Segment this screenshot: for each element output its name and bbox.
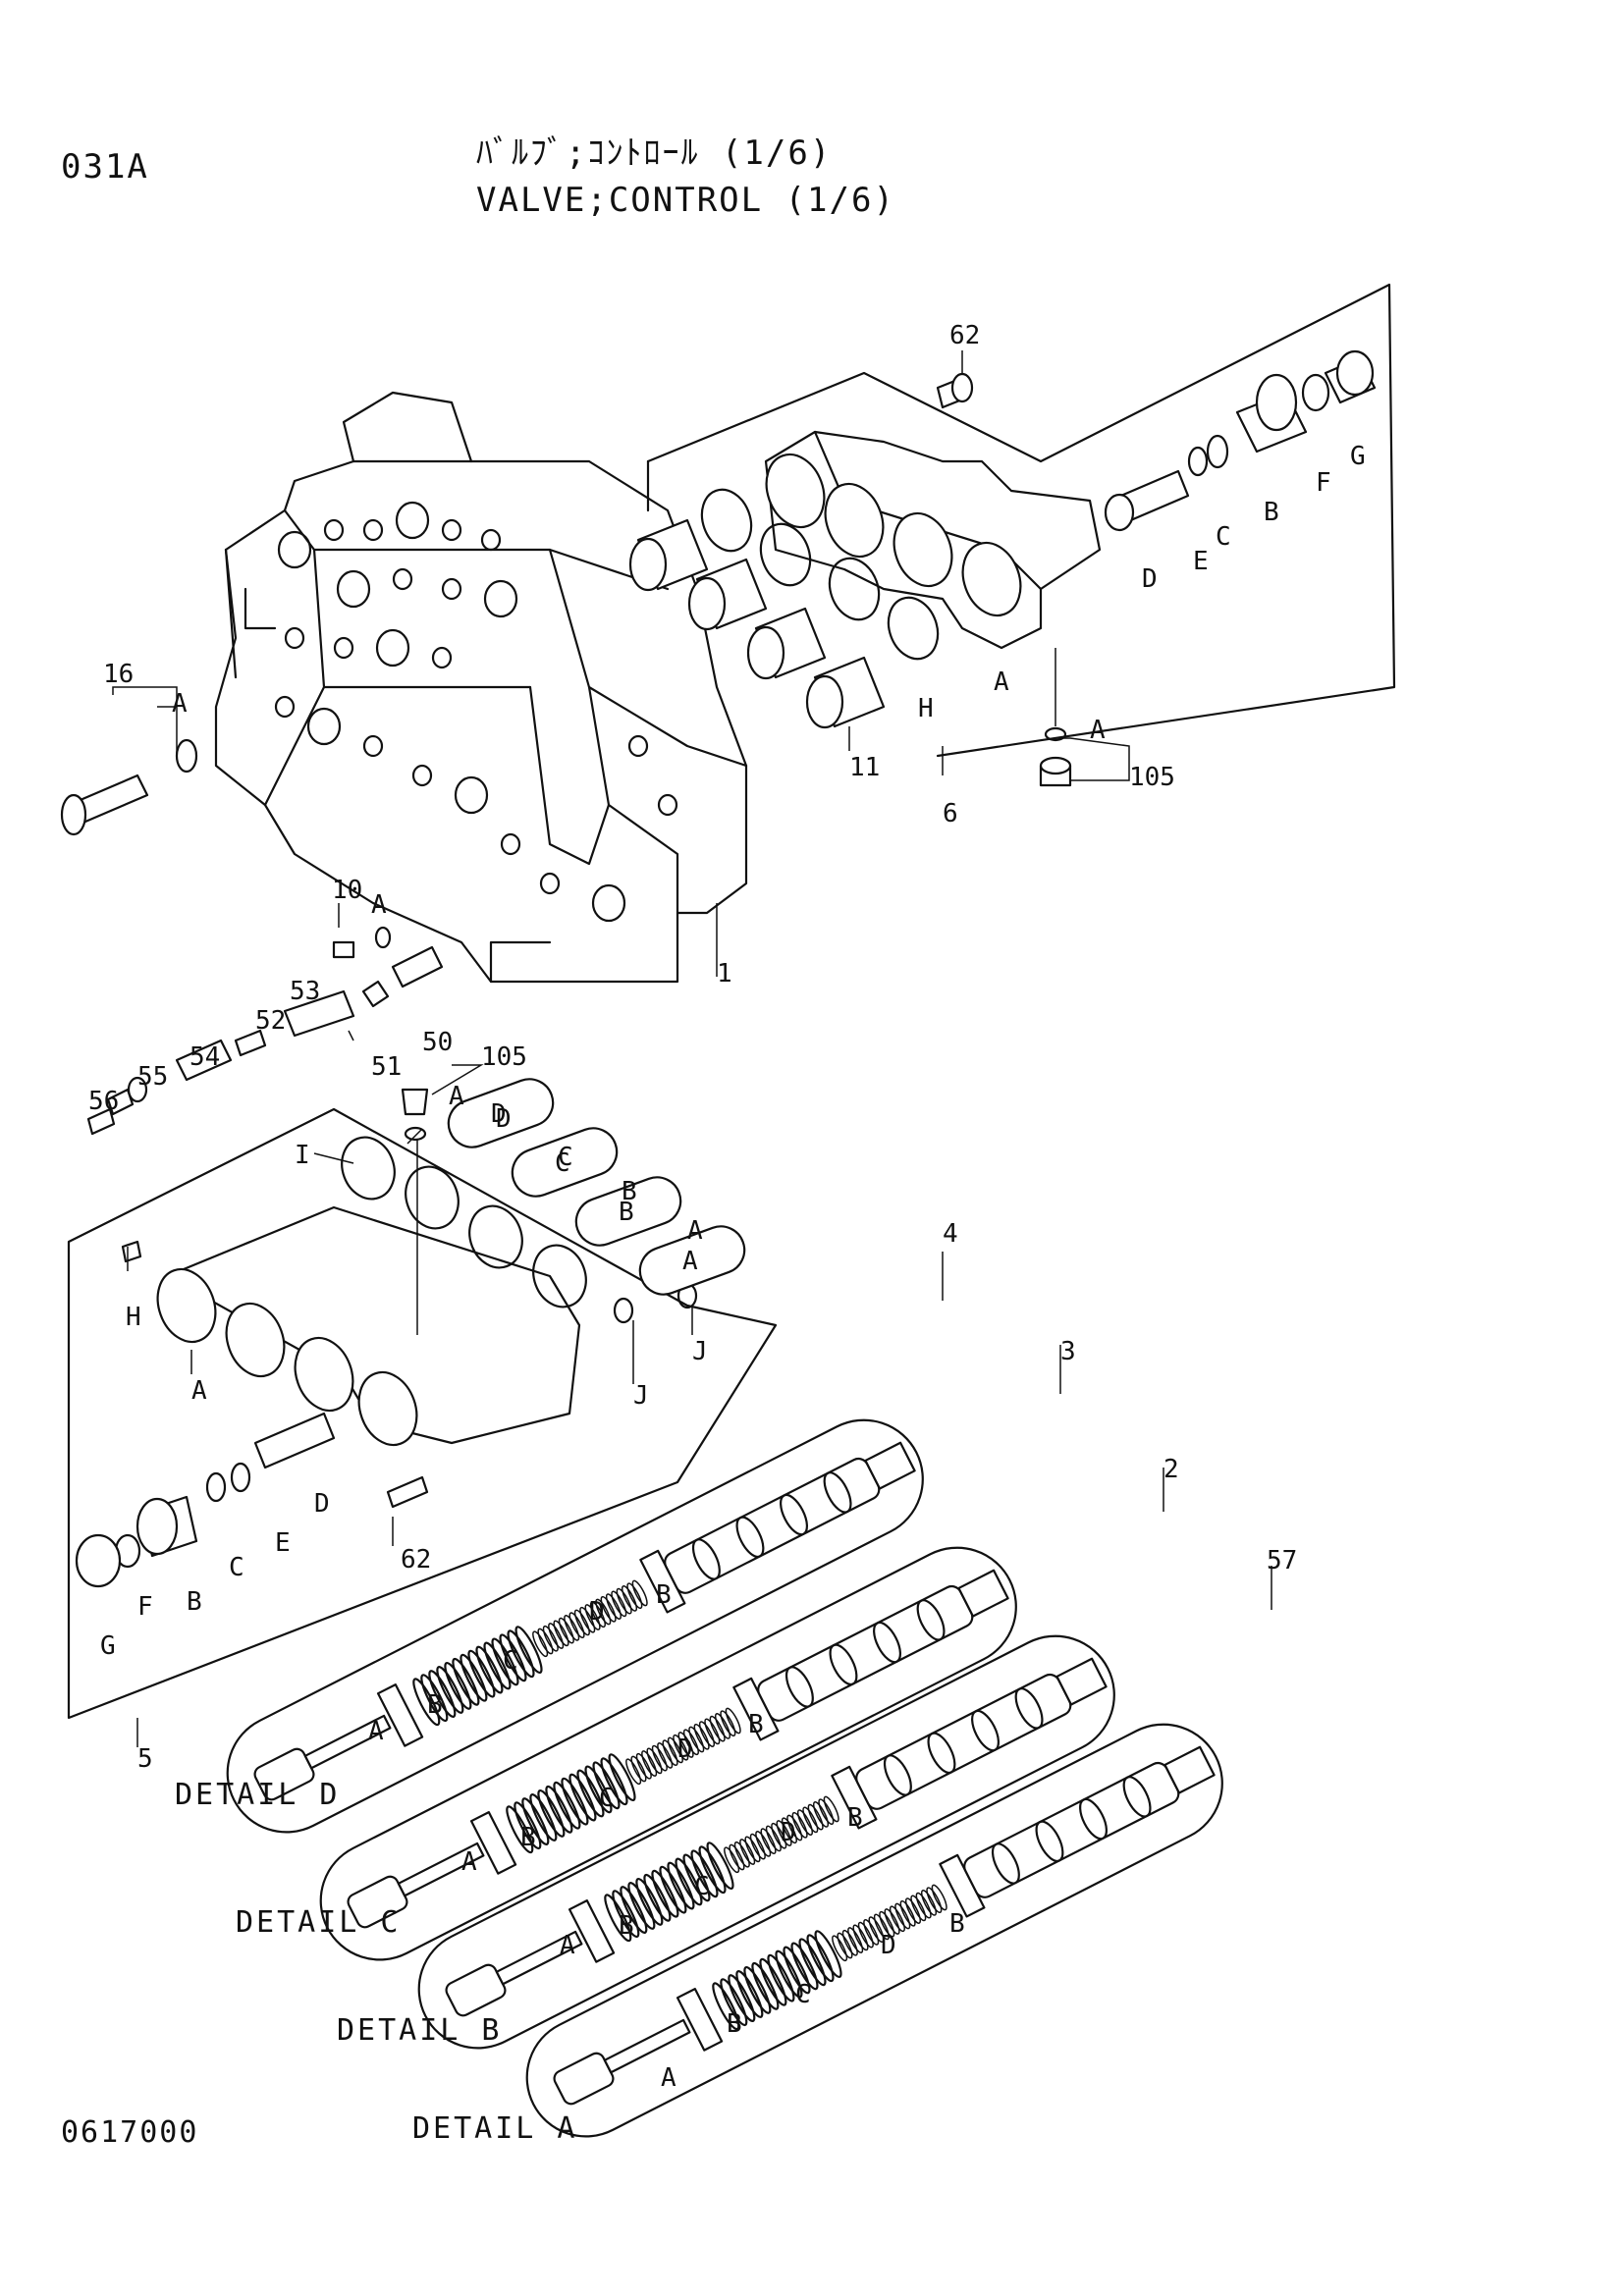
callout-label: A	[560, 1931, 575, 1960]
callout-label: F	[137, 1592, 153, 1622]
page-code: 031A	[61, 147, 149, 187]
callout-label: D	[677, 1735, 693, 1764]
callout-label: 4	[943, 1219, 958, 1249]
callout-label: 55	[137, 1062, 168, 1092]
callout-label: D	[589, 1597, 605, 1627]
callout-label: B	[619, 1911, 634, 1941]
callout-label: F	[1316, 468, 1331, 498]
callout-label: 105	[481, 1042, 527, 1072]
callout-label: C	[1216, 522, 1231, 552]
detail-label: DETAIL A	[412, 2111, 578, 2146]
callout-label: 52	[255, 1006, 286, 1036]
callout-label: D	[496, 1104, 512, 1134]
callout-label: B	[427, 1690, 443, 1720]
detail-labels: DETAIL D DETAIL C DETAIL B DETAIL A	[175, 1778, 578, 2146]
callout-label: E	[275, 1528, 291, 1558]
callout-label: B	[656, 1580, 672, 1610]
left-cover-assembly	[67, 1078, 778, 1720]
callout-label: B	[727, 2009, 742, 2039]
callout-label: 2	[1163, 1455, 1179, 1484]
callout-label: A	[461, 1847, 477, 1877]
callout-label: J	[692, 1337, 708, 1366]
capsule-label: B	[619, 1198, 634, 1227]
callout-label: H	[126, 1303, 141, 1332]
callout-label: A	[191, 1376, 207, 1406]
callout-label: A	[172, 689, 188, 719]
capsule-label: A	[682, 1247, 698, 1276]
callout-label: 50	[422, 1028, 453, 1057]
callout-label: 56	[88, 1087, 119, 1116]
callout-label: 1	[717, 959, 732, 988]
callout-label: B	[520, 1823, 536, 1852]
callout-label: B	[187, 1587, 202, 1617]
callout-label: C	[795, 1980, 811, 2009]
document-number: 0617000	[61, 2115, 199, 2150]
callout-label: 62	[949, 321, 980, 350]
callout-label: C	[503, 1646, 518, 1676]
detail-label: DETAIL B	[337, 2013, 503, 2048]
leader-lines	[112, 350, 1272, 1747]
small-parts-row	[86, 926, 444, 1136]
callout-label: G	[1350, 442, 1366, 471]
callout-label: 57	[1267, 1546, 1297, 1575]
capsule-label: C	[555, 1148, 570, 1178]
callout-label: D	[881, 1931, 896, 1960]
callout-label: B	[1264, 498, 1279, 527]
callout-label: 3	[1060, 1337, 1076, 1366]
callout-label: C	[599, 1784, 615, 1813]
callout-label: A	[371, 890, 387, 920]
valve-body-ports	[274, 501, 678, 923]
title-english: VALVE;CONTROL (1/6)	[476, 181, 895, 220]
spool-details	[226, 1418, 1223, 2138]
callout-label: 105	[1129, 763, 1175, 792]
callout-label: 53	[290, 977, 320, 1006]
callout-label: B	[949, 1909, 965, 1939]
right-cover-assembly	[628, 283, 1396, 787]
callout-label: 54	[189, 1042, 220, 1072]
callout-label: 10	[332, 876, 362, 905]
callout-label: D	[1142, 564, 1158, 594]
callout-label: J	[633, 1381, 649, 1411]
callout-label: A	[661, 2063, 676, 2093]
callout-label: B	[622, 1177, 637, 1206]
callout-label: C	[558, 1143, 573, 1172]
callout-label: C	[694, 1872, 710, 1901]
callout-label: C	[229, 1553, 244, 1582]
callout-label: H	[918, 694, 934, 723]
callout-label: A	[687, 1216, 703, 1246]
callout-label: 11	[849, 753, 880, 782]
callout-label: I	[295, 1141, 310, 1170]
callout-label: D	[781, 1818, 796, 1847]
callout-label: 6	[943, 799, 958, 828]
detail-label: DETAIL C	[236, 1905, 402, 1940]
callout-label: 16	[103, 660, 134, 689]
callout-label: A	[1090, 716, 1106, 745]
callout-label: A	[368, 1717, 384, 1746]
callout-label: G	[100, 1631, 116, 1661]
callout-label: B	[748, 1710, 764, 1739]
valve-body-illustration	[214, 391, 748, 984]
capsule-label: D	[491, 1099, 507, 1129]
plug-16	[60, 738, 198, 836]
callout-label: A	[994, 667, 1009, 697]
callout-label: 51	[371, 1052, 402, 1082]
callout-label: 5	[137, 1744, 153, 1774]
callout-label: 62	[401, 1545, 431, 1575]
callout-label: A	[449, 1082, 464, 1111]
title-japanese: ﾊﾞﾙﾌﾞ;ｺﾝﾄﾛｰﾙ (1/6)	[476, 133, 833, 173]
detail-label: DETAIL D	[175, 1778, 341, 1812]
callout-label: B	[847, 1803, 863, 1833]
callout-label: E	[1193, 547, 1209, 576]
callout-label: D	[314, 1489, 330, 1519]
